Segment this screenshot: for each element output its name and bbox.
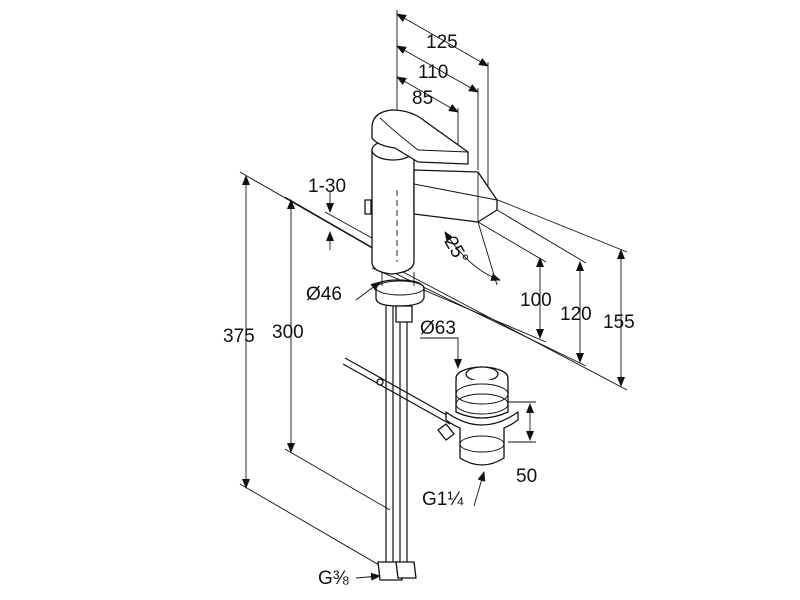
- dim-110-label: 110: [418, 62, 448, 83]
- popup-rod: [342, 357, 453, 425]
- dim-300-label: 300: [272, 322, 304, 343]
- dim-155-label: 155: [603, 312, 635, 333]
- thread-g3-8-label: G⅜: [318, 568, 349, 589]
- dim-50-label: 50: [516, 466, 537, 487]
- drain-height-dimension: [508, 401, 536, 443]
- dim-85-label: 85: [412, 88, 433, 109]
- supply-hoses: [377, 306, 417, 581]
- dim-100-label: 100: [520, 290, 552, 311]
- range-dimension: [324, 192, 373, 250]
- mounting-assembly: [375, 272, 425, 323]
- left-dimension-lines: [239, 171, 399, 577]
- diameter-63-label: Ø63: [420, 318, 456, 339]
- diameter-46-leader: [355, 281, 381, 301]
- faucet-body: [364, 109, 498, 275]
- hose-thread-leader: [355, 572, 381, 581]
- angle-indicator: [444, 221, 501, 286]
- drain-thread-leader: [473, 471, 486, 507]
- diameter-46-label: Ø46: [306, 284, 342, 305]
- diameter-63-leader: [420, 337, 462, 369]
- dim-375-label: 375: [223, 326, 255, 347]
- dim-120-label: 120: [560, 304, 592, 325]
- drain-assembly: [437, 366, 519, 466]
- dim-1-30-label: 1-30: [308, 176, 346, 197]
- angle-25-label: 25°: [439, 233, 472, 268]
- dim-125-label: 125: [426, 32, 458, 53]
- thread-g1-1-4-label: G1¼: [422, 489, 464, 510]
